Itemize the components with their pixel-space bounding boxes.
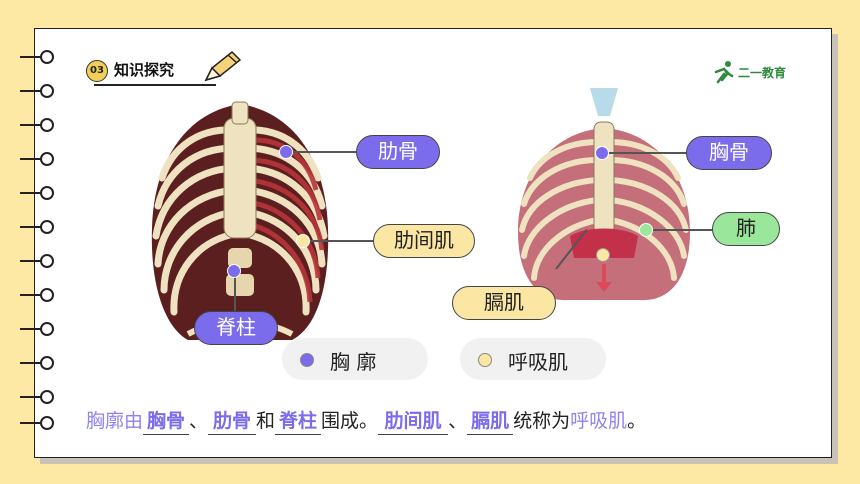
- legend-dot-purple: [300, 353, 314, 367]
- leader-line: [234, 274, 236, 312]
- diaphragm-marker: [596, 248, 610, 262]
- binder-ring: [20, 254, 60, 268]
- sentence-term: 呼吸肌: [570, 410, 628, 432]
- pencil-icon: [204, 50, 242, 82]
- section-number-badge: 03: [86, 60, 108, 82]
- lung-marker: [639, 223, 653, 237]
- legend-dot-yellow: [478, 353, 492, 367]
- legend-respiratory-muscle-label: 呼吸肌: [508, 350, 568, 374]
- label-lung: 肺: [712, 212, 780, 246]
- leader-line: [306, 240, 374, 242]
- leader-line: [290, 151, 358, 153]
- binder-ring: [20, 322, 60, 336]
- summary-sentence: 胸廓由胸骨、肋骨和脊柱围成。肋间肌、膈肌统称为呼吸肌。: [86, 408, 646, 435]
- sentence-text: 。: [627, 410, 647, 432]
- sentence-text: 和: [256, 410, 276, 432]
- label-sternum: 胸骨: [686, 136, 772, 170]
- label-intercostal-muscle: 肋间肌: [373, 224, 475, 258]
- blank-spine: 脊柱: [275, 408, 322, 435]
- blank-intercostal: 肋间肌: [378, 408, 449, 435]
- binder-ring: [20, 50, 60, 64]
- blank-sternum: 胸骨: [143, 408, 190, 435]
- legend-thorax-label: 胸 廓: [330, 350, 377, 374]
- spine-marker: [227, 264, 241, 278]
- binder-ring: [20, 288, 60, 302]
- blank-diaphragm: 膈肌: [467, 408, 514, 435]
- sternum-marker: [595, 146, 609, 160]
- binder-ring: [20, 186, 60, 200]
- brand-logo-text: 二一教育: [738, 66, 787, 80]
- leader-line: [648, 229, 714, 231]
- binder-ring: [20, 390, 60, 404]
- sentence-text: 、: [189, 410, 209, 432]
- label-diaphragm: 膈肌: [452, 286, 556, 320]
- rib-cage-illustration: [151, 101, 329, 340]
- thorax-front-illustration: [518, 88, 690, 301]
- intercostal-marker: [296, 234, 310, 248]
- binder-ring: [20, 220, 60, 234]
- binder-ring: [20, 118, 60, 132]
- leader-line: [606, 152, 688, 154]
- section-title: 知识探究: [114, 61, 175, 79]
- sentence-text: 、: [448, 410, 468, 432]
- title-underline: [94, 84, 216, 86]
- label-rib: 肋骨: [356, 135, 440, 169]
- legend-respiratory-muscle: 呼吸肌: [460, 338, 606, 380]
- sentence-text: 统称为: [513, 410, 571, 432]
- binder-ring: [20, 152, 60, 166]
- binder-ring: [20, 416, 60, 430]
- blank-rib: 肋骨: [208, 408, 257, 435]
- binder-ring: [20, 356, 60, 370]
- legend-thorax: 胸 廓: [282, 338, 428, 380]
- label-spine: 脊柱: [194, 311, 278, 345]
- binder-ring: [20, 84, 60, 98]
- sentence-text: 围成。: [321, 410, 379, 432]
- rib-marker: [279, 145, 293, 159]
- runner-icon: [714, 61, 734, 84]
- sentence-text: 胸廓由: [86, 410, 144, 432]
